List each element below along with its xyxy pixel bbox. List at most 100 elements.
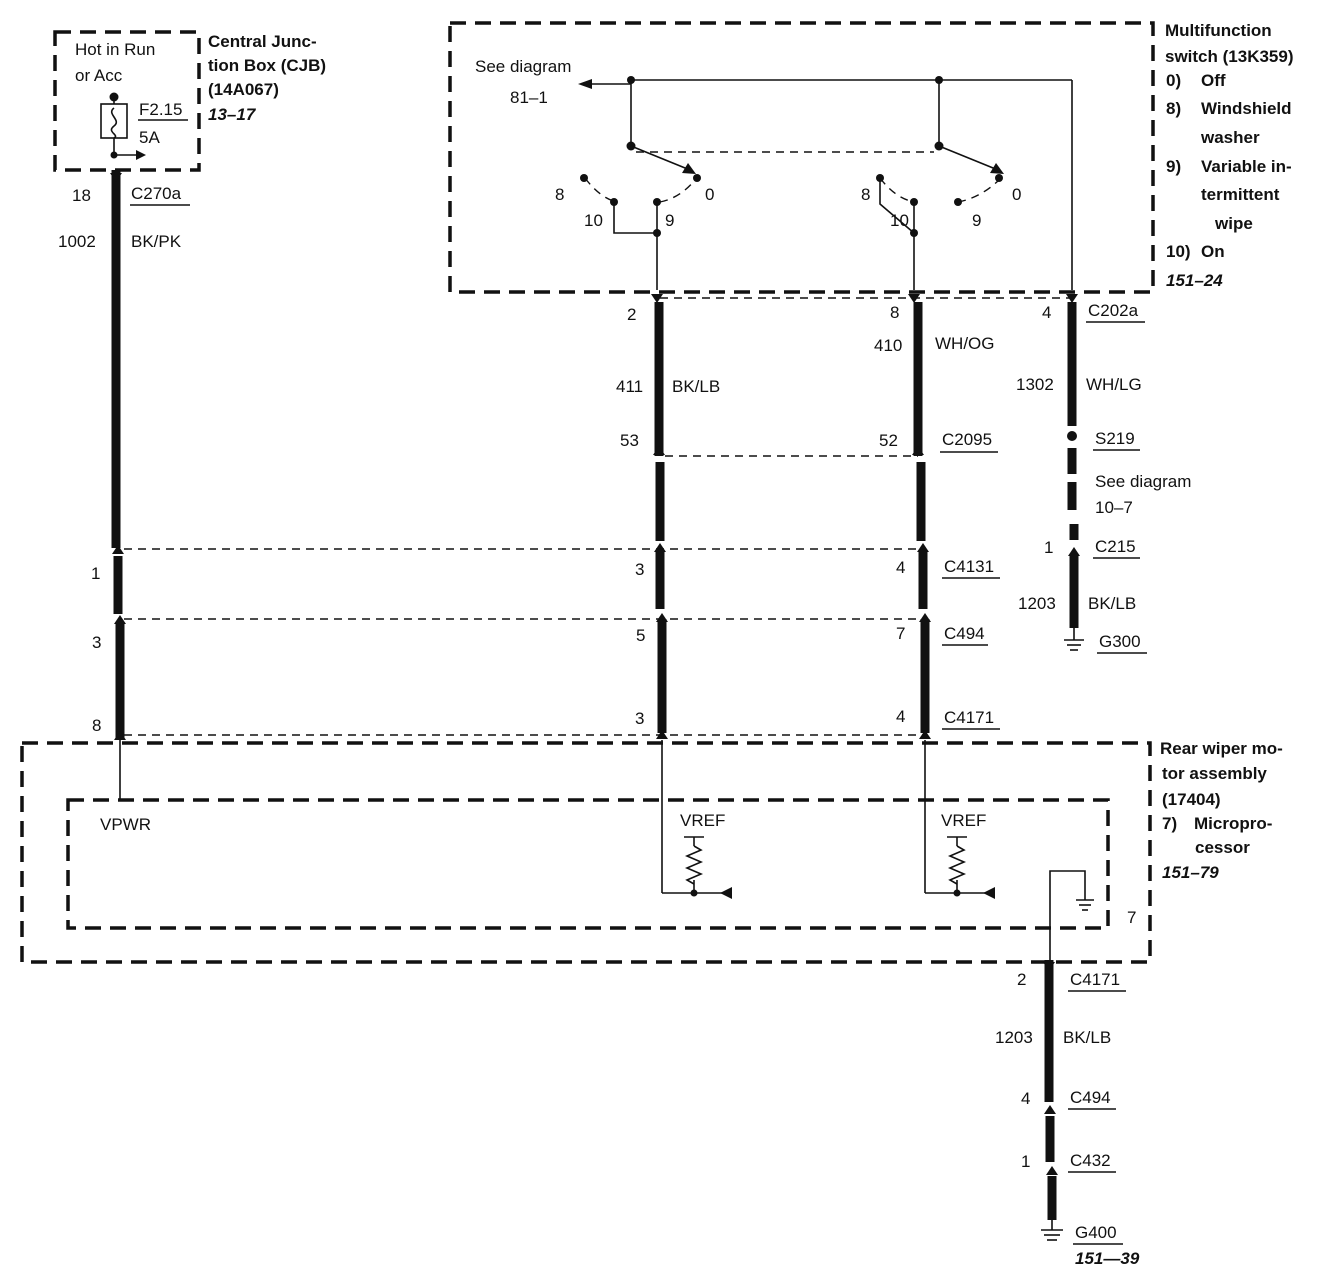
connector-c270a: C270a: [131, 184, 182, 203]
pin-3-c494: 3: [92, 633, 101, 652]
connector-c215: C215: [1095, 537, 1136, 556]
legend-10-num: 10): [1166, 242, 1191, 261]
label-vpwr: VPWR: [100, 815, 151, 834]
fuse-rating: 5A: [139, 128, 160, 147]
pin-4: 4: [1042, 303, 1051, 322]
switch1-pos-8: 8: [555, 185, 564, 204]
pin-52: 52: [879, 431, 898, 450]
s219-see-diagram: See diagram: [1095, 472, 1191, 491]
pin-8: 8: [890, 303, 899, 322]
pin-1-c432: 1: [1021, 1152, 1030, 1171]
harness-connectors: 1 3 4 C4131 3 5 7 C494 8 3 4 C4171: [91, 548, 1000, 736]
connector-c494-lower: C494: [1070, 1088, 1111, 1107]
rwm-outer-outline: [20, 741, 1152, 964]
pin-3-c4131: 3: [635, 560, 644, 579]
mfs-title-2: switch (13K359): [1165, 47, 1294, 66]
circuit-1002: 1002: [58, 232, 96, 251]
cjb-name-1: Central Junc-: [208, 32, 317, 51]
switch1-pos-10: 10: [584, 211, 603, 230]
wire-bklb-411: 411 BK/LB 53: [616, 302, 720, 893]
multifunction-switch: See diagram 81–1 8 0: [448, 21, 1294, 294]
cjb-part: (14A067): [208, 80, 279, 99]
connector-c494: C494: [944, 624, 985, 643]
color-bkpk: BK/PK: [131, 232, 182, 251]
color-bklb-upper: BK/LB: [1088, 594, 1136, 613]
pin-4-c494: 4: [1021, 1089, 1030, 1108]
legend-0-num: 0): [1166, 71, 1181, 90]
fuse-number: F2.15: [139, 100, 182, 119]
legend-8-num: 8): [1166, 99, 1181, 118]
switch2-pos-10: 10: [890, 211, 909, 230]
cjb-hot-label: Hot in Run: [75, 40, 155, 59]
mfs-title-1: Multifunction: [1165, 21, 1272, 40]
legend-9-num: 9): [1166, 157, 1181, 176]
switch2-pos-9: 9: [972, 211, 981, 230]
pin-4-c4171: 4: [896, 707, 905, 726]
pin-4-c4131: 4: [896, 558, 905, 577]
wire-whog-410: 410 WH/OG 52 C2095: [874, 302, 998, 893]
label-vref-2: VREF: [941, 811, 986, 830]
connector-c4171: C4171: [944, 708, 994, 727]
ground-g300: G300: [1099, 632, 1141, 651]
ground-g400: G400: [1075, 1223, 1117, 1242]
switch2-pos-0: 0: [1012, 185, 1021, 204]
connector-c4171-lower: C4171: [1070, 970, 1120, 989]
circuit-1302: 1302: [1016, 375, 1054, 394]
rwm-pin-7: 7: [1127, 908, 1136, 927]
mfs-outline: [448, 21, 1155, 294]
lower-ref: 151—39: [1075, 1249, 1140, 1268]
pin-5-c494: 5: [636, 626, 645, 645]
circuit-410: 410: [874, 336, 902, 355]
microprocessor-outline: [66, 798, 1110, 930]
legend-10-text: On: [1201, 242, 1225, 261]
label-vref-1: VREF: [680, 811, 725, 830]
legend-9-text-c: wipe: [1214, 214, 1253, 233]
circuit-1203-lower: 1203: [995, 1028, 1033, 1047]
connector-c2095: C2095: [942, 430, 992, 449]
pin-3-c4171: 3: [635, 709, 644, 728]
legend-9-text-b: termittent: [1201, 185, 1280, 204]
cjb-outline: [53, 30, 201, 172]
rear-wiper-motor-assembly: VPWR VREF VREF 7 Rear wiper mo- tor asse…: [20, 739, 1283, 964]
rwm-title-2: tor assembly: [1162, 764, 1267, 783]
cjb-name-2: tion Box (CJB): [208, 56, 326, 75]
pin-53: 53: [620, 431, 639, 450]
s219-see-ref: 10–7: [1095, 498, 1133, 517]
pin-2-c4171: 2: [1017, 970, 1026, 989]
pin-2: 2: [627, 305, 636, 324]
wire-whlg-1302: 1302 WH/LG S219 See diagram 10–7 1 C215 …: [1016, 302, 1191, 654]
switch1-pos-0: 0: [705, 185, 714, 204]
central-junction-box: Hot in Run or Acc F2.15 5A Central Junc-…: [53, 30, 326, 172]
mfs-see-diagram: See diagram: [475, 57, 571, 76]
rwm-part: (17404): [1162, 790, 1221, 809]
rwm-title-1: Rear wiper mo-: [1160, 739, 1283, 758]
pin-1-c215: 1: [1044, 538, 1053, 557]
pin-7-c494: 7: [896, 624, 905, 643]
color-whlg: WH/LG: [1086, 375, 1142, 394]
mfs-ref: 151–24: [1166, 271, 1223, 290]
pin-18: 18: [72, 186, 91, 205]
rwm-legend-7-num: 7): [1162, 814, 1177, 833]
connector-c4131: C4131: [944, 557, 994, 576]
rwm-ref: 151–79: [1162, 863, 1219, 882]
cjb-acc-label: or Acc: [75, 66, 123, 85]
wire-bkpk: 18 C270a 1002 BK/PK: [58, 170, 190, 800]
mfs-see-ref: 81–1: [510, 88, 548, 107]
splice-s219: S219: [1095, 429, 1135, 448]
rwm-legend-7-text-b: cessor: [1195, 838, 1250, 857]
legend-9-text-a: Variable in-: [1201, 157, 1292, 176]
cjb-ref: 13–17: [208, 105, 257, 124]
arrow-icon: [136, 150, 146, 160]
legend-8-text-b: washer: [1200, 128, 1260, 147]
resistor-icon: [684, 845, 704, 885]
pin-8-c4171: 8: [92, 716, 101, 735]
color-whog: WH/OG: [935, 334, 995, 353]
circuit-1203-upper: 1203: [1018, 594, 1056, 613]
color-bklb-lower: BK/LB: [1063, 1028, 1111, 1047]
connector-c202a: C202a: [1088, 301, 1139, 320]
pin-1-c4131: 1: [91, 564, 100, 583]
wire-lower-ground: 2 C4171 1203 BK/LB 4 C494 1 C432 G400 15…: [995, 960, 1140, 1268]
legend-8-text-a: Windshield: [1201, 99, 1292, 118]
rwm-legend-7-text-a: Micropro-: [1194, 814, 1272, 833]
